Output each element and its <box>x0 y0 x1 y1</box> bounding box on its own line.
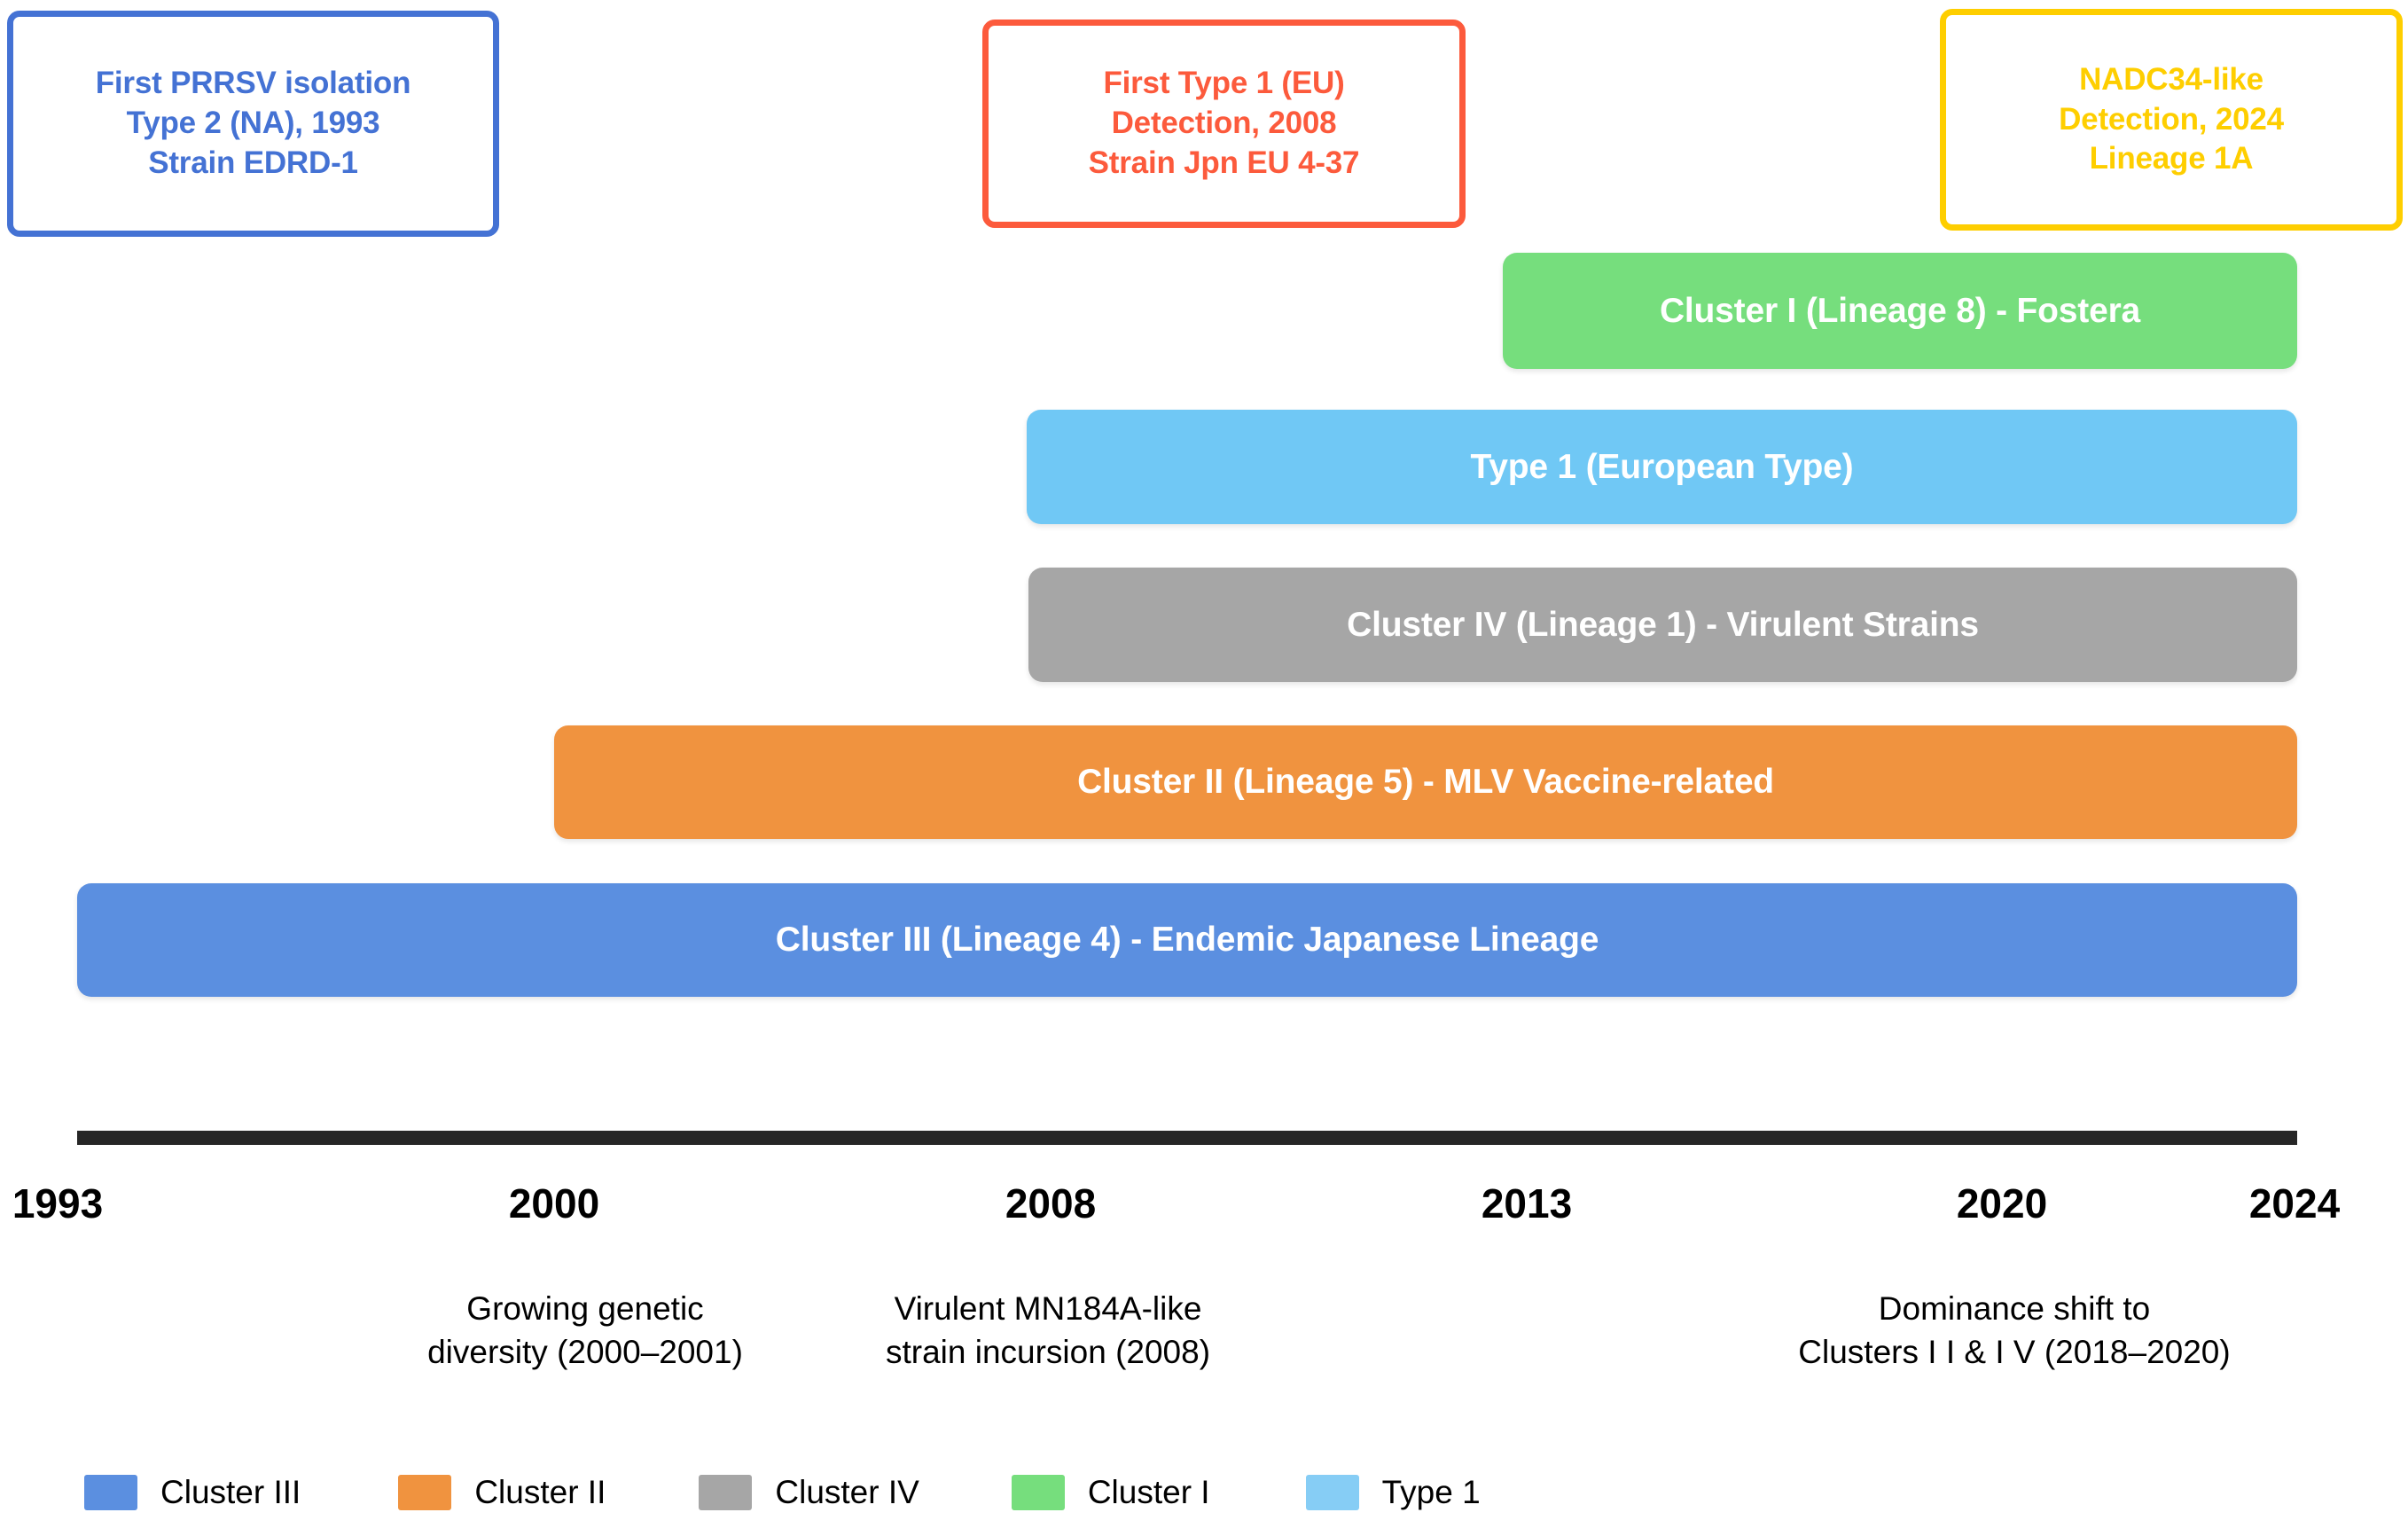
annotation-line: Dominance shift to <box>1878 1290 2151 1327</box>
legend-item-label: Type 1 <box>1381 1474 1481 1510</box>
annotation-line: diversity (2000–2001) <box>427 1333 743 1370</box>
callout-line: NADC34-like <box>2079 61 2263 97</box>
legend-item-cluster-iv[interactable]: Cluster IV <box>699 1474 919 1511</box>
timeline-bar-label: Cluster IV (Lineage 1) - Virulent Strain… <box>1347 605 1979 644</box>
legend-item-label: Cluster II <box>474 1474 606 1510</box>
legend-item-cluster-iii[interactable]: Cluster III <box>84 1474 301 1511</box>
callout-line: Detection, 2008 <box>1111 106 1337 141</box>
legend-item-label: Cluster III <box>160 1474 301 1510</box>
legend-item-type-1[interactable]: Type 1 <box>1305 1474 1481 1511</box>
callout-line: First PRRSV isolation <box>95 66 411 101</box>
callout-nadc34-like-detection: NADC34-like Detection, 2024 Lineage 1A <box>1940 9 2403 231</box>
timeline-bar-label: Cluster I (Lineage 8) - Fostera <box>1659 291 2141 330</box>
axis-year-2013: 2013 <box>1481 1180 1573 1226</box>
annotation-line: Virulent MN184A-like <box>894 1290 1202 1327</box>
timeline-bar-cluster-iv: Cluster IV (Lineage 1) - Virulent Strain… <box>1028 568 2297 682</box>
timeline-year-labels: 1993 2000 2008 2013 2020 2024 <box>0 1179 2408 1233</box>
annotation-dominance-shift: Dominance shift to Clusters I I & I V (20… <box>1798 1288 2230 1375</box>
axis-year-2000: 2000 <box>508 1180 600 1226</box>
annotation-line: strain incursion (2008) <box>885 1333 1211 1370</box>
timeline-bar-label: Cluster II (Lineage 5) - MLV Vaccine-rel… <box>1077 763 1774 801</box>
legend-item-cluster-i[interactable]: Cluster I <box>1011 1474 1210 1511</box>
axis-year-1993: 1993 <box>12 1180 104 1226</box>
timeline-annotations: Growing genetic diversity (2000–2001) Viru… <box>0 1288 2408 1412</box>
timeline-bar-label: Cluster III (Lineage 4) - Endemic Japane… <box>775 921 1599 959</box>
callout-first-prrsv-isolation: First PRRSV isolation Type 2 (NA), 1993 … <box>7 11 499 237</box>
annotation-growing-diversity: Growing genetic diversity (2000–2001) <box>427 1288 743 1375</box>
annotation-line: Growing genetic <box>466 1290 704 1327</box>
axis-year-2024: 2024 <box>2248 1180 2341 1226</box>
axis-year-2020: 2020 <box>1956 1180 2048 1226</box>
callout-line: Strain EDRD-1 <box>148 145 358 180</box>
legend-swatch-icon <box>84 1475 137 1510</box>
legend-item-cluster-ii[interactable]: Cluster II <box>398 1474 606 1511</box>
timeline-bar-label: Type 1 (European Type) <box>1470 447 1854 486</box>
legend-item-label: Cluster IV <box>775 1474 919 1510</box>
legend: Cluster III Cluster II Cluster IV Cluster I… <box>84 1467 1481 1518</box>
annotation-mn184a-incursion: Virulent MN184A-like strain incursion (20… <box>886 1288 1210 1375</box>
timeline-bar-cluster-i: Cluster I (Lineage 8) - Fostera <box>1503 253 2297 369</box>
callout-line: Detection, 2024 <box>2059 101 2284 137</box>
callout-line: Type 2 (NA), 1993 <box>126 106 380 141</box>
legend-swatch-icon <box>1011 1475 1065 1510</box>
axis-year-2008: 2008 <box>1005 1180 1097 1226</box>
legend-swatch-icon <box>699 1475 753 1510</box>
legend-item-label: Cluster I <box>1087 1474 1210 1510</box>
annotation-line: Clusters I I & I V (2018–2020) <box>1798 1333 2231 1370</box>
timeline-axis-line <box>77 1131 2297 1145</box>
legend-swatch-icon <box>1305 1475 1359 1510</box>
legend-swatch-icon <box>398 1475 452 1510</box>
timeline-bar-cluster-iii: Cluster III (Lineage 4) - Endemic Japane… <box>77 883 2297 997</box>
timeline-bar-type-1: Type 1 (European Type) <box>1027 410 2297 524</box>
callout-line: Strain Jpn EU 4-37 <box>1088 145 1360 180</box>
callout-line: First Type 1 (EU) <box>1103 66 1345 101</box>
timeline-bar-cluster-ii: Cluster II (Lineage 5) - MLV Vaccine-rel… <box>554 725 2297 839</box>
callout-line: Lineage 1A <box>2089 141 2254 176</box>
callout-first-type-1-detection: First Type 1 (EU) Detection, 2008 Strain… <box>982 20 1466 228</box>
